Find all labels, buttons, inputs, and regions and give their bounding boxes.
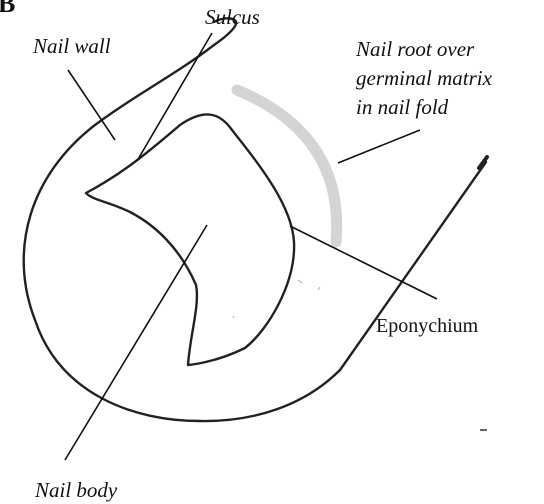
label-sulcus: Sulcus [205,5,260,29]
label-nail-body: Nail body [34,478,118,502]
nail-plate [86,114,294,365]
finger-lower-edge [340,162,486,370]
label-nail-root-line3: in nail fold [356,95,449,119]
ink-specks [233,280,320,318]
label-nail-wall: Nail wall [32,34,111,58]
nail-root-arc [237,90,337,242]
pointer-nail-wall [68,70,115,140]
label-nail-root-line2: germinal matrix [356,66,493,90]
label-eponychium: Eponychium [376,315,479,337]
figure-letter: B [0,0,15,18]
pointer-nail-root [338,130,420,163]
pointer-sulcus [137,33,212,161]
pointer-nail-body [65,225,207,460]
label-nail-root-line1: Nail root over [355,37,475,61]
